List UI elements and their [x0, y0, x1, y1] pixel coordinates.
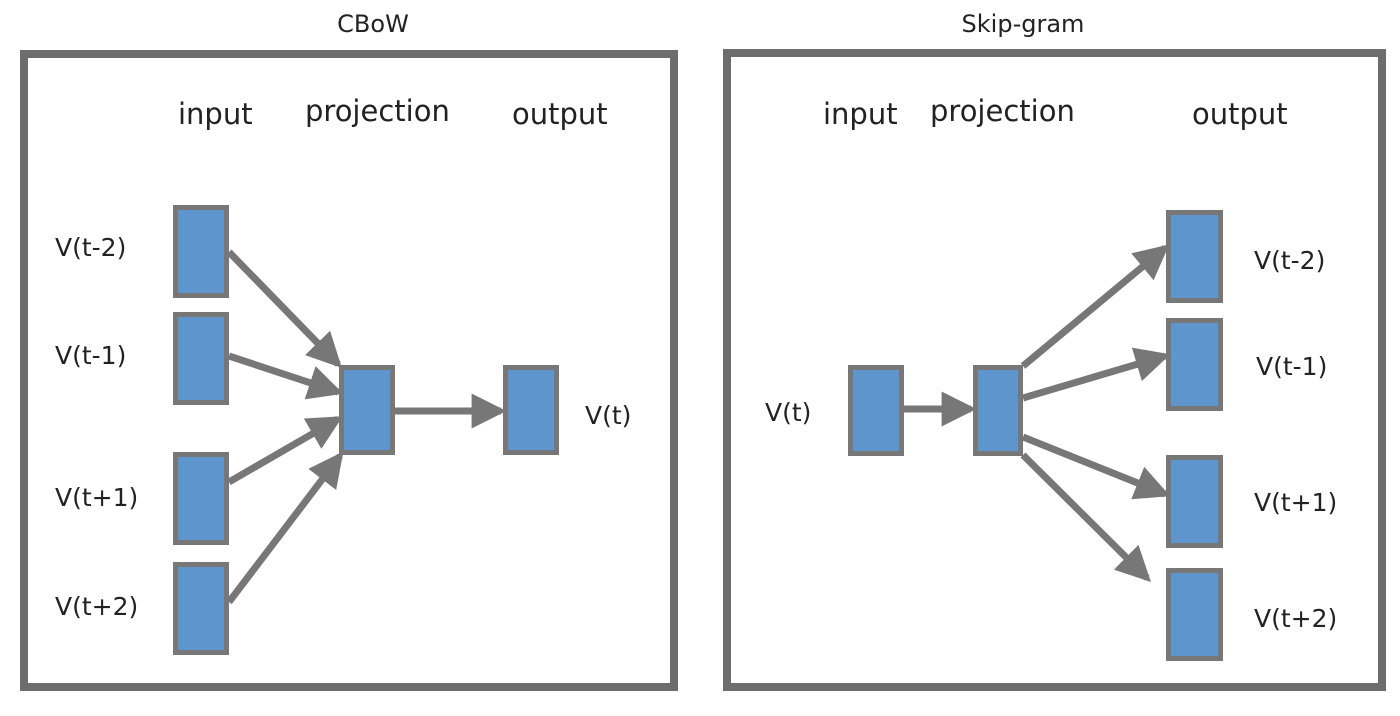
skipgram-arrow-1 — [1020, 244, 1170, 369]
skipgram-output-label-1: V(t-2) — [1254, 246, 1326, 275]
cbow-arrow-1 — [226, 249, 342, 369]
cbow-output-header: output — [512, 97, 608, 131]
skipgram-output-label-2: V(t-1) — [1256, 352, 1328, 381]
skipgram-output-node-3 — [1166, 455, 1223, 548]
skipgram-input-node — [848, 365, 904, 456]
skipgram-output-label-4: V(t+2) — [1254, 604, 1338, 633]
cbow-projection-header: projection — [305, 94, 450, 128]
skipgram-arrow-3 — [1021, 433, 1171, 500]
cbow-input-node-2 — [173, 312, 229, 405]
skipgram-output-label-3: V(t+1) — [1254, 488, 1338, 517]
skipgram-projection-header: projection — [930, 94, 1075, 128]
skipgram-arrow-2 — [1022, 347, 1171, 402]
cbow-input-label-4: V(t+2) — [55, 592, 139, 621]
skipgram-title: Skip-gram — [961, 10, 1085, 38]
skipgram-input-header: input — [823, 97, 898, 131]
skipgram-frame — [723, 49, 1386, 691]
skipgram-arrow-4 — [1020, 452, 1151, 582]
skipgram-output-header: output — [1192, 97, 1288, 131]
cbow-arrow-2 — [227, 352, 344, 400]
cbow-input-node-4 — [173, 562, 229, 655]
cbow-input-label-1: V(t-2) — [55, 233, 127, 262]
cbow-input-node-1 — [173, 205, 229, 298]
cbow-input-node-3 — [173, 452, 229, 545]
cbow-input-label-3: V(t+1) — [55, 483, 139, 512]
cbow-input-label-2: V(t-1) — [55, 341, 127, 370]
cbow-arrow-4 — [226, 451, 344, 605]
skipgram-output-node-4 — [1166, 568, 1223, 661]
cbow-arrow-3 — [227, 415, 343, 486]
cbow-input-header: input — [178, 97, 253, 131]
cbow-projection-node — [339, 365, 395, 455]
skipgram-input-label: V(t) — [765, 398, 812, 427]
cbow-title: CBoW — [337, 10, 409, 38]
cbow-output-label: V(t) — [585, 401, 632, 430]
